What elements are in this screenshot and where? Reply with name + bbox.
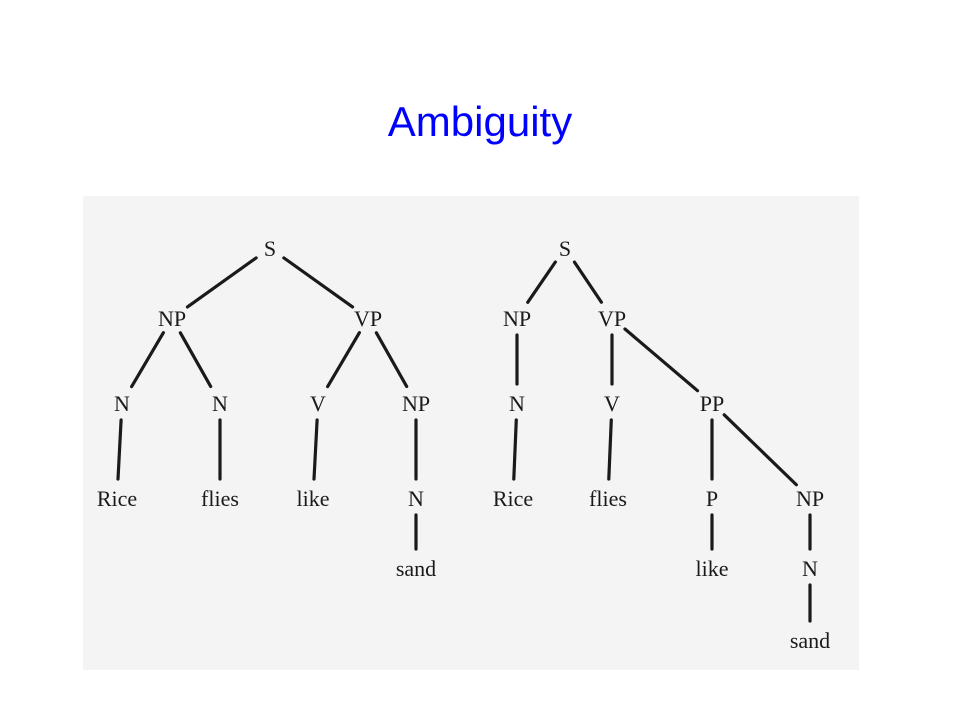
tree-2-edge [623,327,700,393]
tree-1-edge [130,331,165,389]
tree-1-edge [374,331,409,389]
tree-2-edge [512,418,518,481]
tree-1-node: sand [396,556,436,581]
tree-2-node: V [604,391,620,416]
tree-1-node: flies [201,486,239,511]
tree-1-node: NP [402,391,430,416]
tree-1-node: N [408,486,424,511]
tree-2-node: NP [503,306,531,331]
slide-title: Ambiguity [387,98,573,145]
tree-2-node: flies [589,486,627,511]
tree-2-node: like [696,556,729,581]
tree-1-edge [326,331,361,389]
tree-2-edge [607,418,613,481]
tree-1-edge [116,418,123,481]
tree-2-node: VP [598,306,626,331]
tree-2-node: N [802,556,818,581]
tree-1-node: VP [354,306,382,331]
tree-1-edge [185,256,258,309]
tree-2-edge [722,413,798,487]
tree-1-edge [312,418,319,481]
tree-1-node: like [297,486,330,511]
tree-2-edge [572,260,604,304]
tree-2-node: N [509,391,525,416]
tree-2-node: P [706,486,718,511]
tree-1-node: Rice [97,486,137,511]
tree-1-node: S [264,236,276,261]
tree-2-node: Rice [493,486,533,511]
tree-2-node: sand [790,628,830,653]
tree-1-node: NP [158,306,186,331]
tree-1-edge [282,256,355,309]
tree-1-edge [178,331,213,389]
tree-2-node: PP [700,391,724,416]
tree-1-node: N [212,391,228,416]
tree-2-edge [526,260,557,304]
tree-1-node: N [114,391,130,416]
parse-tree-figure [83,196,859,670]
tree-2-node: S [559,236,571,261]
tree-1-node: V [310,391,326,416]
tree-2-node: NP [796,486,824,511]
